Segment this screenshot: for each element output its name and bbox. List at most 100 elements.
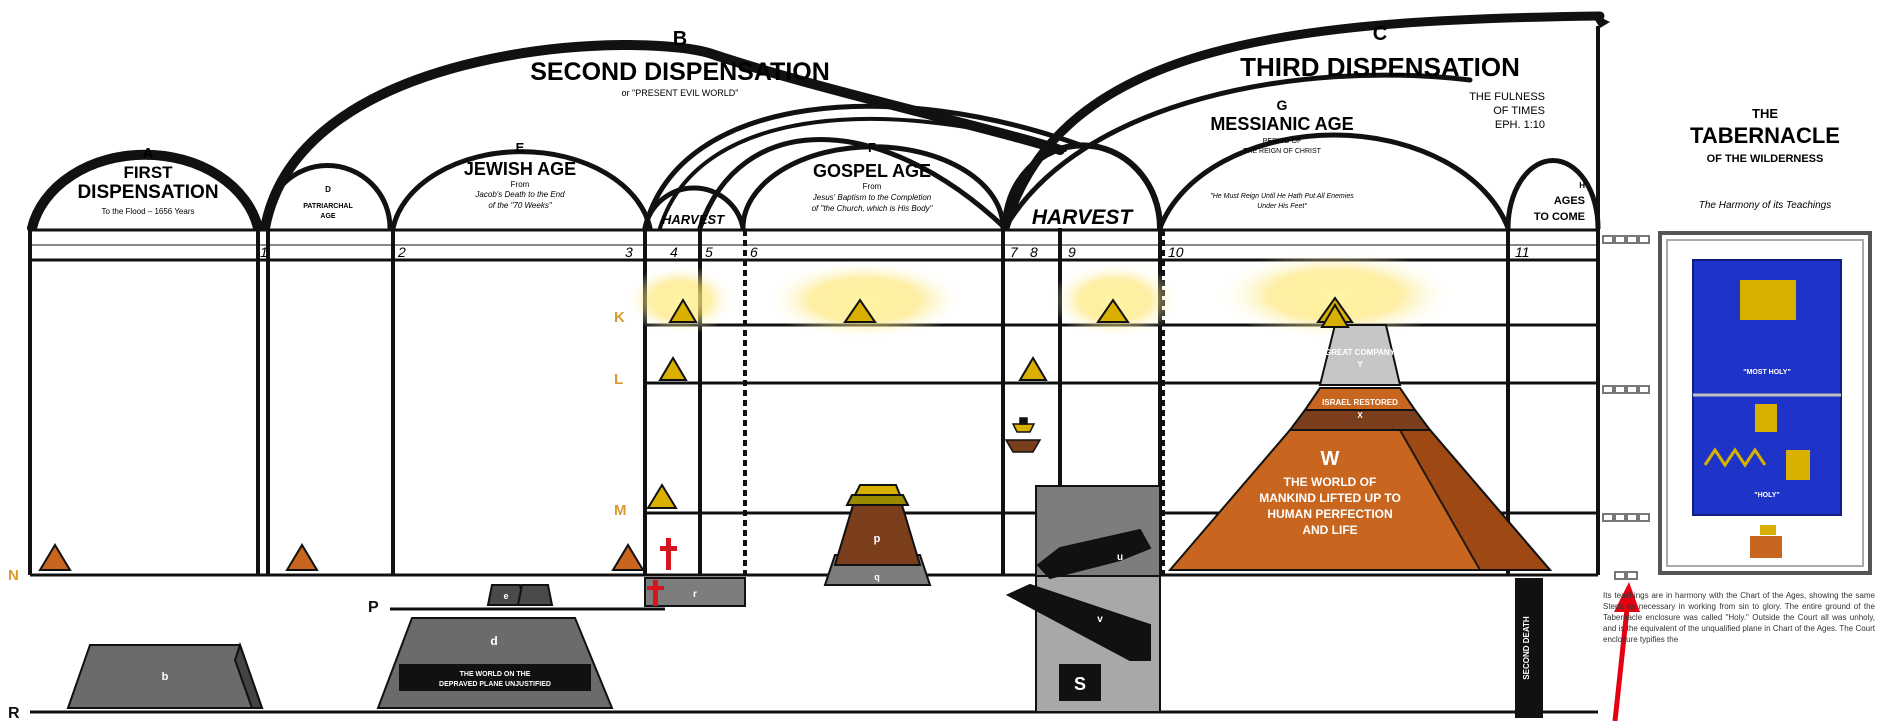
messianic-letter: G: [1277, 97, 1288, 113]
pyramid-e-label: e: [503, 591, 508, 601]
messianic-period1: PERIOD OF: [1263, 138, 1302, 145]
ages-to-come-line1: AGES: [1554, 195, 1585, 207]
pyramid-d-label: d: [490, 634, 497, 648]
harvest-large-label: HARVEST: [1032, 206, 1135, 229]
depraved-line2: DEPRAVED PLANE UNJUSTIFIED: [439, 681, 551, 688]
great-company-letter: Y: [1357, 360, 1363, 369]
pyramid-r-block: [644, 577, 746, 607]
pyramid-n2: [285, 543, 319, 571]
second-death-label: SECOND DEATH: [1522, 616, 1531, 680]
pyramid-v-label: v: [1097, 614, 1103, 625]
world-line3: HUMAN PERFECTION: [1267, 507, 1392, 521]
tabernacle-caption: The Harmony of its Teachings: [1699, 200, 1831, 211]
patriarchal-letter: D: [325, 185, 331, 194]
first-dispensation-title2: DISPENSATION: [77, 182, 218, 203]
cross-icons: [647, 538, 677, 606]
pyramid-messianic: [1167, 303, 1553, 571]
plane-n: N: [8, 567, 19, 584]
marker-10: 10: [1168, 244, 1184, 260]
pyramid-k1: [668, 298, 698, 323]
plane-l: L: [614, 371, 623, 388]
pyramid-gospel-age: [823, 484, 932, 586]
pyramid-m1: [646, 483, 678, 509]
depraved-line1: THE WORLD ON THE: [460, 671, 531, 678]
dispensation-arches: [27, 11, 1605, 233]
plane-r: R: [8, 705, 20, 721]
world-letter: W: [1321, 448, 1340, 470]
tabernacle-markers: [1602, 235, 1650, 580]
table-of-shewbread-icon: [1786, 450, 1810, 480]
gospel-age-letter: F: [868, 140, 876, 155]
pyramid-p-label: p: [874, 533, 881, 545]
jewish-age-title: JEWISH AGE: [464, 159, 576, 179]
first-dispensation-title1: FIRST: [123, 163, 173, 182]
depraved-box: [399, 664, 591, 691]
pyramid-text: GREAT COMPANY Y ISRAEL RESTORED X W THE …: [162, 348, 1401, 694]
tabernacle-panel: [1658, 231, 1872, 575]
marker-3: 3: [625, 244, 633, 260]
ages-to-come-letter: H: [1579, 181, 1585, 190]
lampstand-icon: [1703, 447, 1767, 468]
pyramid-b-label: b: [162, 671, 169, 683]
fulness-line2: OF TIMES: [1493, 105, 1545, 117]
pyramid-l1: [658, 356, 688, 381]
marker-2: 2: [397, 244, 406, 260]
altar-of-incense-icon: [1755, 404, 1777, 432]
second-dispensation-subtitle: or "PRESENT EVIL WORLD": [622, 88, 739, 98]
messianic-period2: THE REIGN OF CHRIST: [1243, 148, 1322, 155]
jewish-age-line2: of the "70 Weeks": [488, 201, 553, 210]
second-dispensation-title: SECOND DISPENSATION: [530, 58, 830, 86]
pyramid-r-label: r: [693, 589, 697, 600]
first-dispensation-letter: A: [143, 145, 154, 162]
tabernacle-the: THE: [1752, 106, 1778, 121]
fulness-reference: EPH. 1:10: [1495, 119, 1545, 131]
dashed-dividers: [743, 230, 1165, 575]
harvest-structure: [1005, 485, 1161, 713]
third-dispensation-letter: C: [1373, 23, 1387, 45]
messianic-quote1: "He Must Reign Until He Hath Put All Ene…: [1210, 193, 1354, 200]
second-dispensation-letter: B: [673, 28, 687, 50]
tabernacle-title: TABERNACLE: [1690, 123, 1840, 148]
jewish-age-letter: E: [516, 140, 525, 155]
glory-glows: [625, 250, 1455, 340]
jewish-age-line1: Jacob's Death to the End: [474, 190, 565, 199]
pyramid-n3: [611, 543, 645, 571]
gospel-age-line2: of "the Church, which is His Body": [812, 204, 934, 213]
holy-label: "HOLY": [1754, 492, 1779, 499]
lower-pyramids: [66, 577, 746, 709]
plane-letters-dark: P R: [8, 599, 379, 721]
pyramid-n1: [38, 543, 72, 571]
plane-letters: K L M N: [8, 309, 627, 584]
tabernacle-text: THE TABERNACLE OF THE WILDERNESS The Har…: [1690, 106, 1840, 499]
israel-letter: X: [1357, 411, 1363, 420]
gospel-age-from: From: [863, 182, 882, 191]
pyramid-k2: [843, 298, 877, 323]
pyramid-S-label: S: [1074, 674, 1086, 694]
pyramid-u-label: u: [1117, 552, 1123, 563]
marker-7: 7: [1010, 244, 1019, 260]
pyramid-e-left: [486, 584, 526, 606]
marker-4: 4: [670, 244, 678, 260]
tabernacle-description: Its teachings are in harmony with the Ch…: [1603, 591, 1875, 644]
red-arrow-annotation: [1612, 582, 1640, 721]
israel-label: ISRAEL RESTORED: [1322, 398, 1398, 407]
most-holy-label: "MOST HOLY": [1743, 369, 1791, 376]
marker-1: 1: [260, 244, 268, 260]
world-line4: AND LIFE: [1302, 523, 1357, 537]
gospel-age-line1: Jesus' Baptism to the Completion: [812, 193, 932, 202]
great-company-label: GREAT COMPANY: [1325, 348, 1396, 357]
laver-icon: [1760, 525, 1776, 535]
pyramid-l2: [1018, 356, 1048, 381]
world-line1: THE WORLD OF: [1284, 475, 1377, 489]
ark-icon: [1740, 280, 1796, 320]
titles: A FIRST DISPENSATION To the Flood – 1656…: [77, 23, 1585, 229]
marker-9: 9: [1068, 244, 1076, 260]
plane-m: M: [614, 502, 627, 519]
second-death-bar: [1515, 578, 1543, 718]
pyramid-e-right: [516, 584, 554, 606]
brazen-altar-icon: [1750, 536, 1782, 558]
plane-p: P: [368, 599, 379, 616]
world-line2: MANKIND LIFTED UP TO: [1259, 491, 1401, 505]
tabernacle-subtitle: OF THE WILDERNESS: [1707, 153, 1824, 165]
ages-to-come-line2: TO COME: [1534, 211, 1585, 223]
